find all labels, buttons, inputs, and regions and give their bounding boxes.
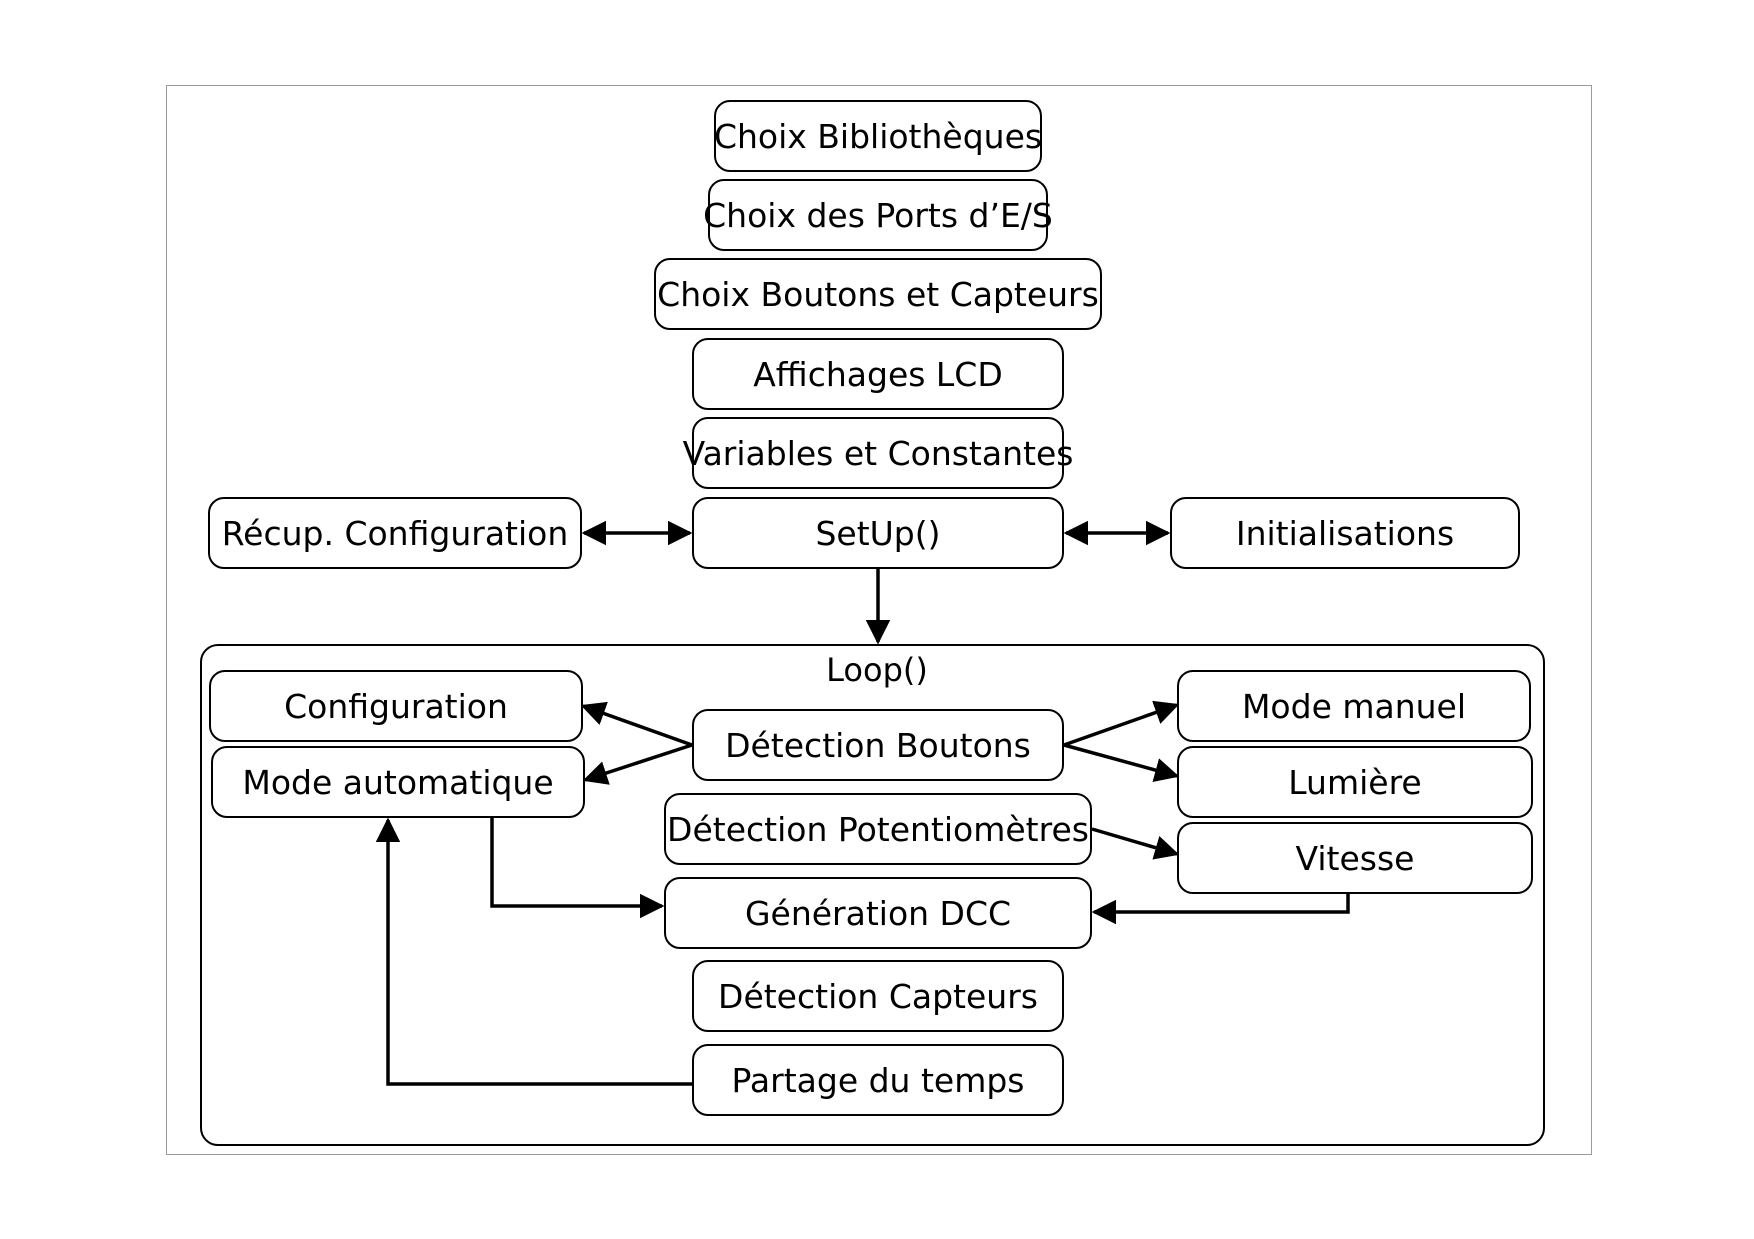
arrow-partage-auto	[375, 817, 692, 1086]
box-choix-boutons-capteurs: Choix Boutons et Capteurs	[654, 258, 1102, 330]
loop-container	[200, 644, 1545, 1146]
arrow-auto-dcc	[490, 818, 665, 919]
box-affichages-lcd: Affichages LCD	[692, 338, 1064, 410]
box-mode-manuel: Mode manuel	[1177, 670, 1531, 742]
box-generation-dcc: Génération DCC	[664, 877, 1092, 949]
arrow-pot-vitesse	[1091, 827, 1180, 860]
box-configuration: Configuration	[209, 670, 583, 742]
loop-title: Loop()	[826, 651, 928, 689]
box-detection-capteurs: Détection Capteurs	[692, 960, 1064, 1032]
box-lumiere: Lumière	[1177, 746, 1533, 818]
box-vitesse: Vitesse	[1177, 822, 1533, 894]
box-choix-bibliotheques: Choix Bibliothèques	[714, 100, 1042, 172]
box-variables-constantes: Variables et Constantes	[683, 417, 1073, 489]
box-detection-boutons: Détection Boutons	[692, 709, 1064, 781]
box-choix-ports: Choix des Ports d’E/S	[703, 179, 1053, 251]
box-initialisations: Initialisations	[1170, 497, 1520, 569]
box-recup-configuration: Récup. Configuration	[208, 497, 582, 569]
arrow-boutons-auto	[582, 743, 693, 785]
box-setup: SetUp()	[692, 497, 1064, 569]
arrow-boutons-configuration	[580, 701, 693, 747]
slide-frame	[166, 85, 1592, 1155]
arrow-boutons-lumiere	[1063, 743, 1180, 782]
arrow-boutons-manuel	[1063, 700, 1180, 747]
box-mode-automatique: Mode automatique	[211, 746, 585, 818]
arrow-vitesse-dcc	[1091, 894, 1350, 925]
box-detection-potentiometres: Détection Potentiomètres	[664, 793, 1092, 865]
box-partage-temps: Partage du temps	[692, 1044, 1064, 1116]
